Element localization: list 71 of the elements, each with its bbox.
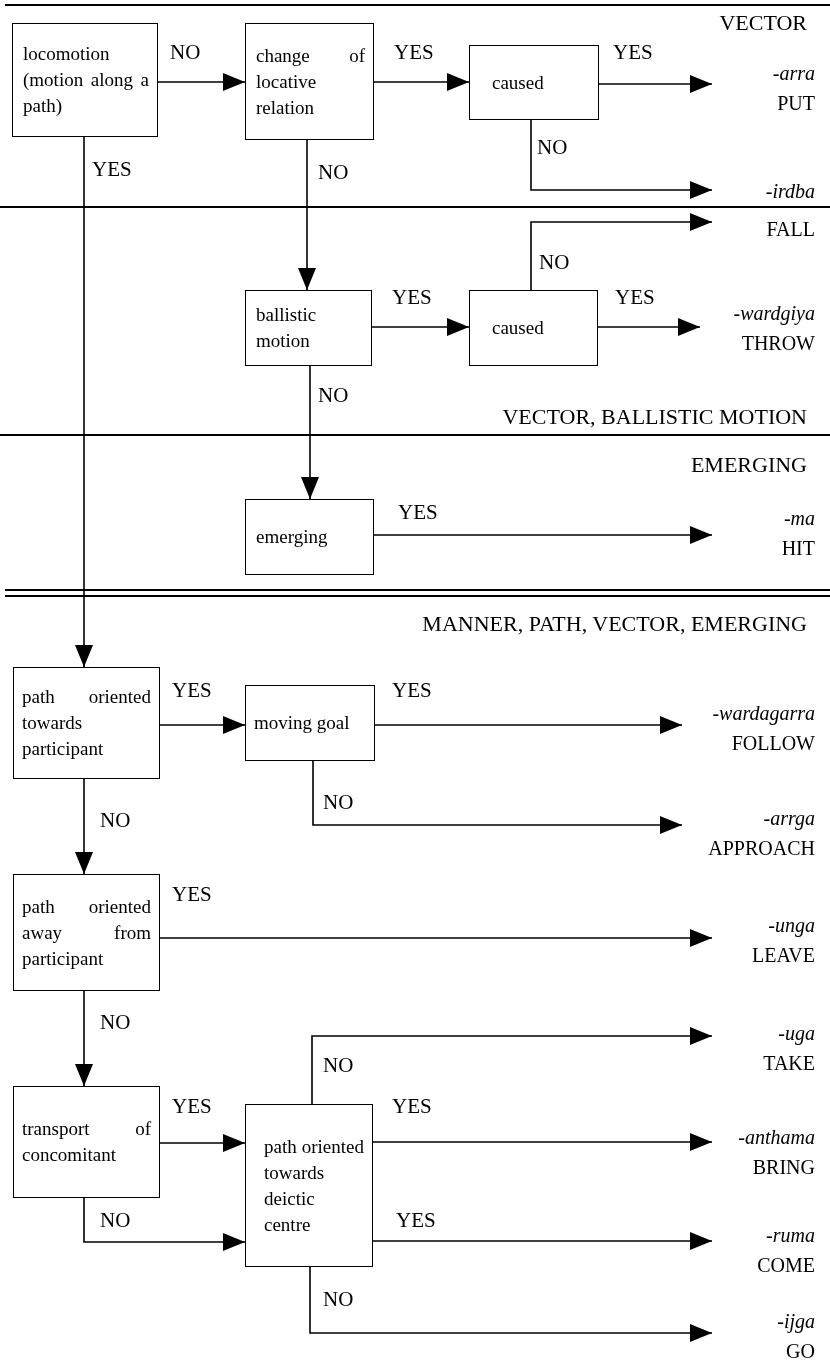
decision-box: [13, 1086, 160, 1198]
arrow: [298, 139, 316, 291]
decision-box: [245, 1104, 373, 1267]
suffix-text: -wardagarra: [712, 701, 815, 726]
arrow: [159, 1134, 246, 1152]
arrow: [373, 526, 713, 544]
arrow: [301, 365, 319, 500]
verb-gloss: COME: [757, 1253, 815, 1278]
verb-gloss: THROW: [741, 331, 815, 356]
verb-gloss: LEAVE: [752, 943, 815, 968]
suffix-text: -irdba: [765, 179, 815, 204]
arrow: [597, 318, 701, 336]
arrow: [372, 1133, 713, 1151]
verb-gloss: PUT: [777, 91, 815, 116]
decision-box: [245, 499, 374, 575]
verb-gloss: FOLLOW: [731, 731, 815, 756]
arrow: [372, 1232, 713, 1250]
question-text: caused: [492, 70, 545, 95]
suffix-text: -arrga: [763, 806, 815, 831]
question-text: change of locative relation: [256, 43, 365, 120]
arrow: [309, 1266, 713, 1342]
question-text: path oriented towards participant: [22, 685, 151, 761]
suffix-text: -ma: [783, 506, 815, 531]
question-text: path oriented towards deictic centre: [264, 1134, 364, 1237]
arrow: [75, 136, 93, 668]
arrow: [157, 73, 246, 91]
suffix-text: -uga: [778, 1021, 815, 1046]
decision-box: [469, 290, 598, 366]
arrow: [312, 760, 683, 834]
arrow: [598, 75, 713, 93]
suffix-text: -wardgiya: [733, 301, 815, 326]
question-text: moving goal: [254, 711, 351, 735]
arrow: [374, 716, 683, 734]
arrow: [530, 119, 713, 199]
suffix-text: -unga: [768, 913, 815, 938]
question-text: path oriented away from participant: [22, 894, 151, 971]
decision-box: [469, 45, 599, 120]
verb-gloss: FALL: [766, 217, 815, 242]
arrow: [75, 778, 93, 875]
decision-box: [13, 874, 160, 991]
suffix-text: -arra: [772, 61, 815, 86]
arrow: [83, 1197, 246, 1251]
verb-gloss: BRING: [752, 1155, 815, 1180]
decision-box: [245, 290, 372, 366]
arrow: [371, 318, 470, 336]
suffix-text: -anthama: [738, 1125, 815, 1150]
decision-box: [13, 667, 160, 779]
question-text: transport of concomitant: [22, 1117, 151, 1167]
suffix-text: -ruma: [766, 1223, 815, 1248]
category-heading: VECTOR, BALLISTIC MOTION: [502, 404, 807, 430]
category-heading: VECTOR: [719, 10, 807, 36]
verb-gloss: TAKE: [763, 1051, 815, 1076]
arrow: [373, 73, 470, 91]
arrow: [311, 1027, 713, 1105]
arrow: [75, 990, 93, 1087]
verb-gloss: APPROACH: [708, 836, 815, 861]
question-text: caused: [492, 316, 545, 340]
arrow: [159, 929, 713, 947]
verb-gloss: HIT: [781, 536, 815, 561]
category-heading: EMERGING: [690, 452, 807, 478]
question-text: ballistic motion: [256, 303, 318, 353]
arrow: [159, 716, 246, 734]
category-heading: MANNER, PATH, VECTOR, EMERGING: [422, 611, 807, 637]
decision-box: [12, 23, 158, 137]
question-text: locomotion (motion along a path): [23, 42, 149, 118]
arrow: [530, 213, 713, 291]
decision-box: [245, 685, 375, 761]
question-text: emerging: [256, 525, 329, 549]
verb-gloss: GO: [786, 1339, 815, 1364]
decision-box: [245, 23, 374, 140]
suffix-text: -ijga: [777, 1309, 815, 1334]
